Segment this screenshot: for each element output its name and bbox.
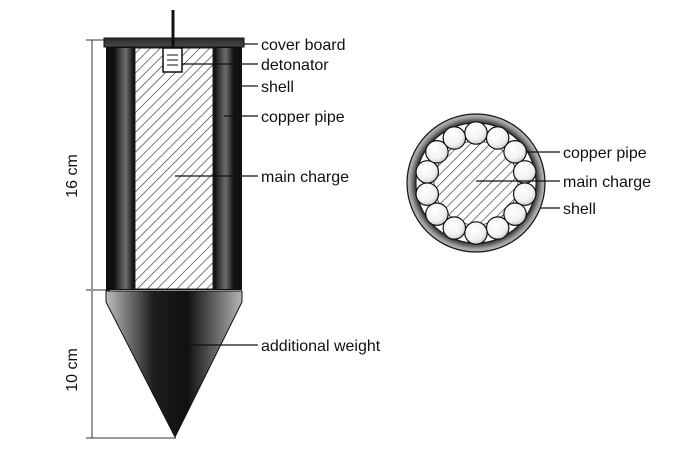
dimension-lines: 16 cm 10 cm xyxy=(64,39,176,439)
cross-section-copper-pipe xyxy=(442,126,467,150)
main-charge xyxy=(134,47,214,290)
label-cs-shell: shell xyxy=(563,201,596,218)
label-cover-board: cover board xyxy=(261,37,346,54)
cross-section-view: copper pipe main charge shell xyxy=(406,113,651,253)
side-view: 16 cm 10 cm cover board deto xyxy=(64,10,381,439)
cross-section-copper-pipe xyxy=(464,121,488,145)
label-copper-pipe: copper pipe xyxy=(261,109,345,126)
copper-pipe-right xyxy=(214,48,234,289)
cross-section-copper-pipe xyxy=(503,202,527,226)
dimension-label-upper: 16 cm xyxy=(64,154,81,198)
cross-section-copper-pipes xyxy=(415,121,537,245)
cross-section-copper-pipe xyxy=(485,216,510,240)
cross-section-copper-pipe xyxy=(425,202,449,226)
cross-section-copper-pipe xyxy=(425,140,449,164)
dimension-label-lower: 10 cm xyxy=(64,348,81,392)
label-additional-weight: additional weight xyxy=(261,338,381,355)
label-main-charge: main charge xyxy=(261,169,349,186)
cross-section-copper-pipe xyxy=(464,221,488,245)
cross-section-copper-pipe xyxy=(512,182,537,206)
label-cs-copper-pipe: copper pipe xyxy=(563,145,647,162)
cross-section-copper-pipe xyxy=(485,126,510,150)
cross-section-copper-pipe xyxy=(503,140,527,164)
cross-section-copper-pipe xyxy=(415,182,440,206)
cross-section-copper-pipe xyxy=(512,160,537,184)
label-shell: shell xyxy=(261,79,294,96)
label-detonator: detonator xyxy=(261,57,329,74)
copper-pipe-left xyxy=(114,48,134,289)
additional-weight-cone xyxy=(105,290,243,439)
label-cs-main-charge: main charge xyxy=(563,174,651,191)
detonator xyxy=(162,10,183,73)
cross-section-copper-pipe xyxy=(442,216,467,240)
cross-section-copper-pipe xyxy=(415,160,440,184)
